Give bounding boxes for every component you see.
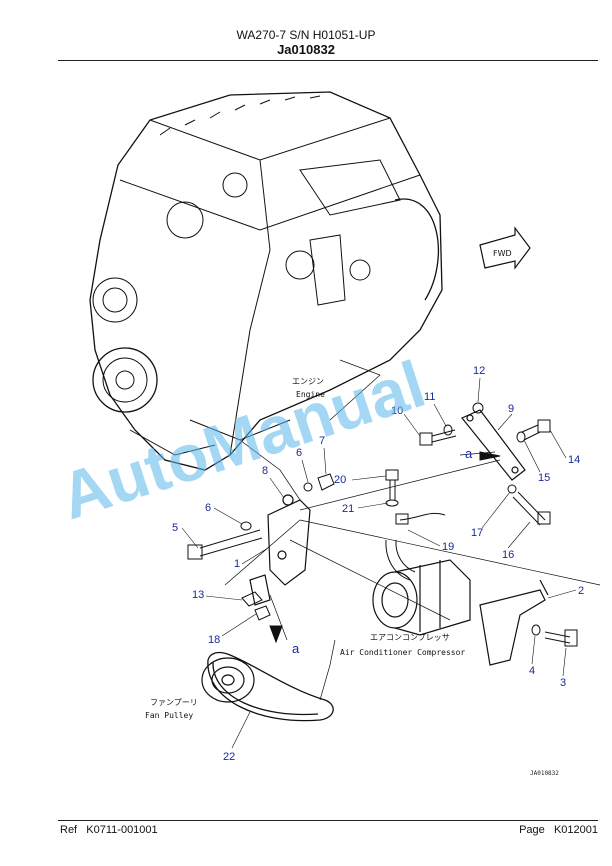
callout-7: 7: [319, 435, 325, 447]
engine-label-en: Engine: [296, 390, 325, 399]
fwd-label: FWD: [493, 249, 512, 258]
callout-2: 2: [578, 585, 584, 597]
ref-arrows: [269, 451, 501, 644]
footer-rule: [58, 820, 598, 821]
fan-pulley: [201, 657, 255, 703]
engine-label-jp: エンジン: [292, 377, 324, 386]
callout-6a: 6: [205, 502, 211, 514]
leader-lines: [224, 359, 601, 701]
bolt-long: [507, 484, 551, 526]
bolt-left: [187, 521, 263, 560]
footer-page: Page K012001: [519, 824, 598, 836]
bolt-right: [516, 419, 551, 443]
engine-drawing: [89, 91, 443, 471]
bolt-center: [385, 469, 399, 507]
callout-14: 14: [568, 454, 580, 466]
fan-label-en: Fan Pulley: [145, 711, 193, 720]
footer-ref-label: Ref: [60, 824, 78, 836]
callout-1: 1: [234, 558, 240, 570]
footer-page-label: Page: [519, 824, 545, 836]
ref-letter-upper: a: [465, 446, 473, 461]
callout-5: 5: [172, 522, 178, 534]
header-title: WA270-7 S/N H01051-UP: [236, 28, 376, 42]
ac-compressor: [372, 559, 471, 636]
callout-13: 13: [192, 589, 204, 601]
tension-bracket: [461, 409, 526, 481]
drawing-number: JA010832: [530, 770, 559, 777]
bolt-upper: [419, 402, 484, 446]
callout-leaders: [181, 377, 577, 749]
hose: [385, 512, 446, 581]
bolt-bottom: [531, 624, 578, 647]
bracket: [249, 494, 311, 606]
callout-17: 17: [471, 527, 483, 539]
callout-22: 22: [223, 751, 235, 763]
compressor-bracket: [479, 579, 549, 666]
callout-6b: 6: [296, 447, 302, 459]
callout-19: 19: [442, 541, 454, 553]
ref-letter-lower: a: [292, 641, 300, 656]
callout-4: 4: [529, 665, 535, 677]
callout-8: 8: [262, 465, 268, 477]
header-code: Ja010832: [277, 42, 335, 57]
callout-3: 3: [560, 677, 566, 689]
ac-label-jp: エアコンコンプレッサ: [370, 633, 450, 642]
header-rule: [58, 60, 598, 61]
callout-numbers: 1 2 3 4 5 6 6 7 8 9 10 11 12 13 14 15 16…: [172, 365, 584, 763]
ac-label-en: Air Conditioner Compressor: [340, 648, 465, 657]
fan-label-jp: ファンプーリ: [150, 698, 198, 707]
callout-11: 11: [424, 391, 435, 403]
footer-ref: Ref K0711-001001: [60, 824, 158, 836]
callout-10: 10: [391, 405, 403, 417]
callout-9: 9: [508, 403, 514, 415]
nut-upper: [303, 473, 335, 492]
callout-12: 12: [473, 365, 485, 377]
footer-page-value: K012001: [553, 824, 598, 836]
v-belt: [207, 651, 334, 722]
callout-21: 21: [342, 503, 354, 515]
callout-18: 18: [208, 634, 220, 646]
clamp: [241, 591, 271, 621]
callout-15: 15: [538, 472, 550, 484]
callout-16: 16: [502, 549, 514, 561]
footer-ref-value: K0711-001001: [86, 824, 158, 836]
fwd-arrow: FWD: [479, 226, 531, 270]
callout-20: 20: [334, 474, 346, 486]
